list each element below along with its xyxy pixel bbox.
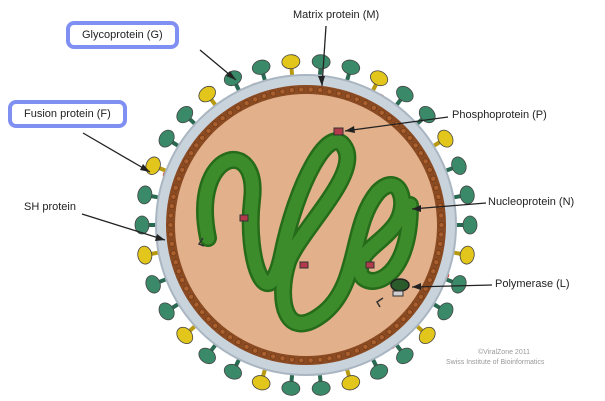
credit-line-2: Swiss Institute of Bioinformatics [446,358,544,367]
glycoprotein-spike [454,216,477,234]
credit-line-1: ©ViralZone 2011 [478,348,530,357]
phosphoprotein-marker [300,262,308,268]
fusion-protein-label: Fusion protein (F) [8,100,127,128]
glycoprotein-label: Glycoprotein (G) [66,21,179,49]
sh-protein-label: SH protein [24,201,76,213]
nucleoprotein-label: Nucleoprotein (N) [488,196,574,208]
phosphoprotein-marker [240,215,248,221]
polymerase-label: Polymerase (L) [495,278,570,290]
phosphoprotein-label: Phosphoprotein (P) [452,109,547,121]
phosphoprotein-marker [366,262,374,268]
phosphoprotein-marker [334,128,343,135]
matrix-protein-label: Matrix protein (M) [293,9,379,21]
